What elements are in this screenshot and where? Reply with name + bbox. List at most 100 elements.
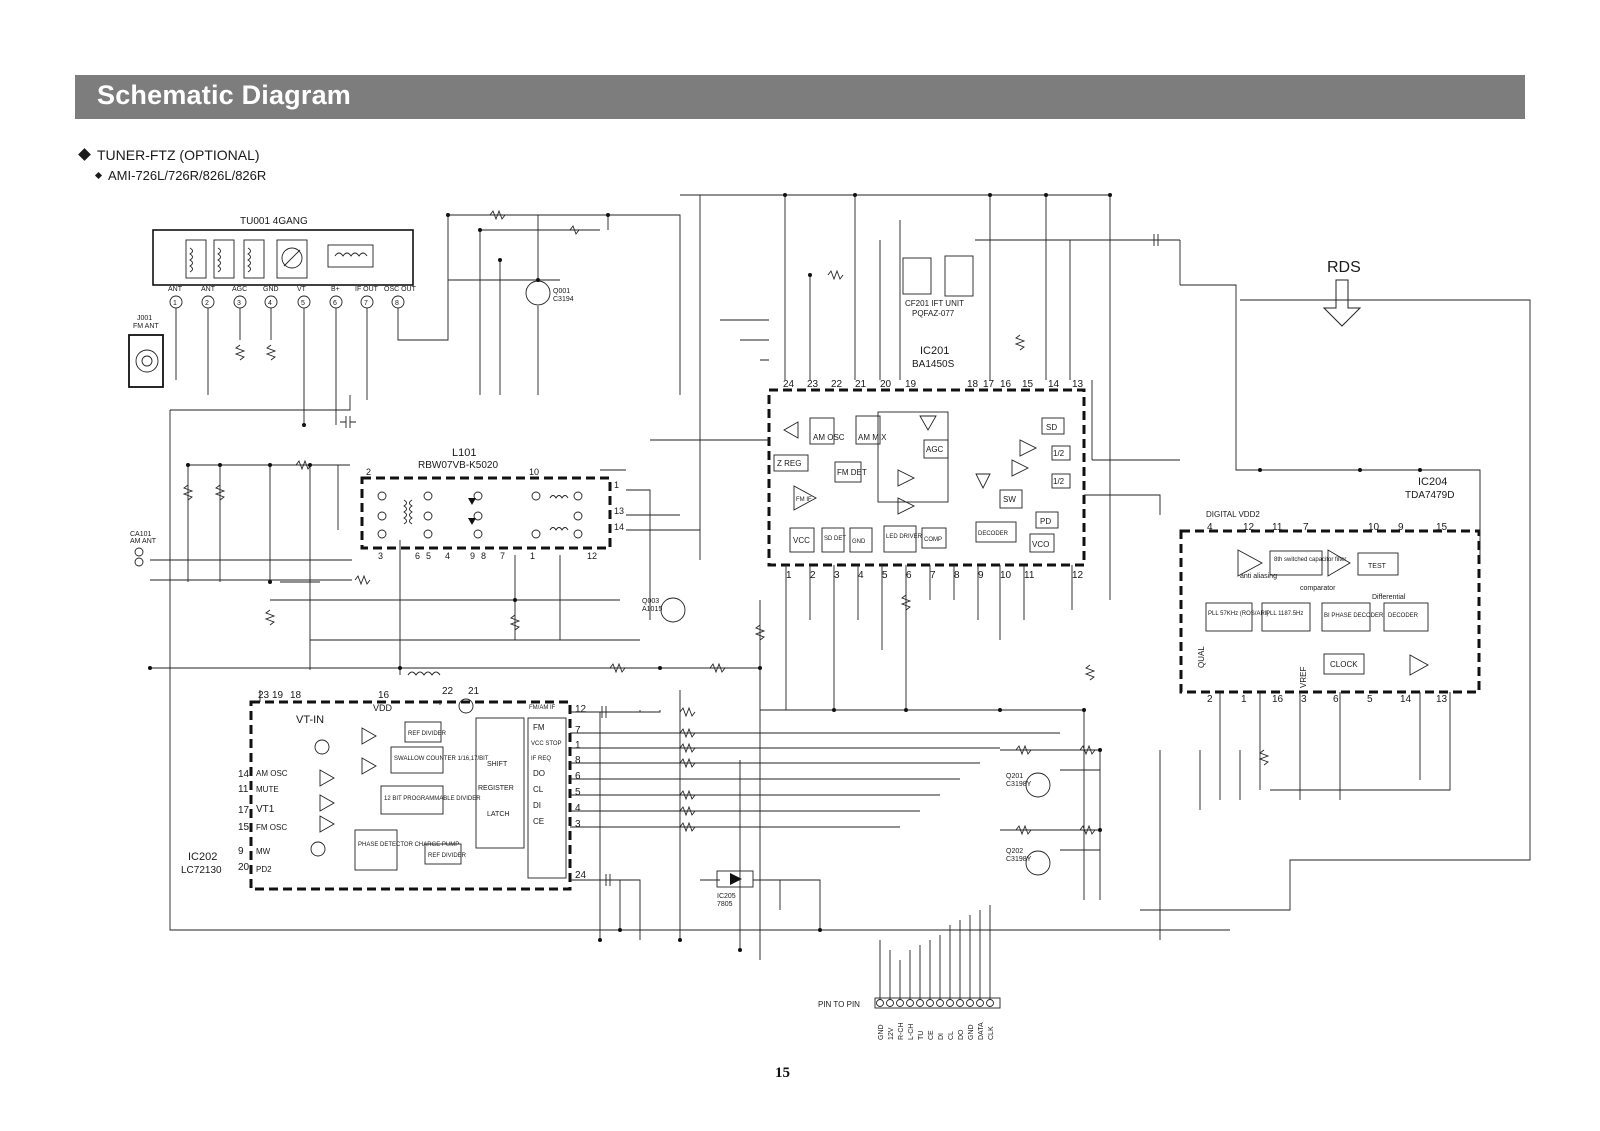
svg-text:14: 14 [614,522,624,532]
ic202-ref-divider-top: REF DIVIDER [408,731,447,737]
svg-text:15: 15 [238,822,250,833]
svg-text:2: 2 [366,467,371,477]
svg-text:20: 20 [238,862,250,873]
ic204-anti-aliasing: anti aliasing [1240,573,1277,580]
q001-label: Q001 [553,288,570,295]
ic202-part: LC72130 [181,865,222,876]
ic202-pin-mute: MUTE [256,785,279,794]
ic202-pin-di: DI [533,801,541,810]
svg-text:13: 13 [614,506,624,516]
ic201-vcc: VCC [793,536,810,545]
svg-text:3: 3 [378,551,383,561]
pin-name: 12V [888,1027,895,1040]
pin-name: R-CH [898,1023,905,1041]
svg-text:1: 1 [575,740,581,751]
ic202-pin-fm: FM [533,723,545,732]
tu-pin-num-5: 5 [301,300,305,307]
svg-text:1: 1 [614,480,619,490]
svg-text:8: 8 [575,755,581,766]
pin-name: DI [938,1033,945,1040]
pin-name: GND [878,1024,885,1040]
ic204-qual: QUAL [1197,646,1206,668]
ic204-vref: VREF [1299,667,1308,688]
svg-text:15: 15 [1436,522,1448,533]
tu-pin-num-3: 3 [237,300,241,307]
ic202-vt-in: VT-IN [296,714,324,726]
ic204-capacitor-filter: 8th switched capacitor filter [1274,557,1346,563]
ic201-top-pin: 17 [983,379,995,390]
ic201-top-pin: 23 [807,379,819,390]
ic202-programmable-divider: 12 BIT PROGRAMMABLE DIVIDER [384,796,481,802]
ic202-pin-am-osc: AM OSC [256,769,288,778]
ic202-phase-detector: PHASE DETECTOR CHARGE PUMP [358,842,459,848]
ic204-differential: Differential [1372,594,1406,601]
ic201-top-pin: 22 [831,379,843,390]
am-ant-label: AM ANT [130,538,157,545]
ic201-agc: AGC [926,445,944,454]
cf201-part: PQFAZ-077 [912,309,955,318]
svg-text:11: 11 [238,784,249,795]
transistor-q201: Q201 C3198Y [1006,772,1051,798]
svg-text:6: 6 [575,771,581,782]
passive-components [182,209,1270,886]
ic204-test: TEST [1368,563,1387,570]
ic201-bottom-pin: 1 [786,570,792,581]
ic201-pd: PD [1040,517,1051,526]
svg-text:6: 6 [1333,694,1339,705]
tu-pin-num-1: 1 [173,300,177,307]
svg-text:6: 6 [415,551,420,561]
fm-antenna-jack: J001 FM ANT [128,315,164,388]
model-list: AMI-726L/726R/826L/826R [94,168,266,183]
pin-name: GND [968,1024,975,1040]
ic201-div-a: 1/2 [1053,449,1065,458]
svg-text:9: 9 [238,846,244,857]
ic202-latch: LATCH [487,811,509,818]
transistor-q202: Q202 C3198Y [1006,848,1051,876]
ic201-sw: SW [1003,495,1016,504]
tu-pin-label-3: AGC [232,286,247,293]
ic201-am-osc: AM OSC [813,433,845,442]
svg-text:22: 22 [442,686,454,697]
ic205-part: 7805 [717,901,733,908]
pin-name: CE [928,1030,935,1040]
transistor-q001: Q001 C3194 [525,280,574,306]
svg-text:17: 17 [238,805,250,816]
ic202-pin-do: DO [533,769,545,778]
ic201-part: BA1450S [912,359,955,370]
ic202-pin-vt1: VT1 [256,804,275,815]
svg-text:3: 3 [575,819,581,830]
ic201-ba1450s: IC201 BA1450S 24 23 22 21 20 19 18 17 16… [767,345,1086,581]
ic204-clock: CLOCK [1330,660,1358,669]
circuit-wiring [150,194,1531,1000]
ic201-bottom-pin: 11 [1024,570,1035,581]
ic204-tda7479d: IC204 TDA7479D DIGITAL VDD2 8th switched… [1179,476,1481,705]
svg-text:7: 7 [500,551,505,561]
cf201-label: CF201 IFT UNIT [905,299,964,308]
svg-text:5: 5 [426,551,431,561]
ic201-bottom-pin: 2 [810,570,816,581]
ic201-label: IC201 [920,345,949,357]
tu-pin-num-2: 2 [205,300,209,307]
q003-part: A1015 [642,606,662,613]
ic201-top-pin: 14 [1048,379,1060,390]
tu-pin-label-4: GND [263,286,279,293]
ic204-pll-57k: PLL 57KHz (ROS/ARI) [1208,611,1268,617]
ic201-top-pin: 19 [905,379,917,390]
svg-text:3: 3 [1301,694,1307,705]
ic201-bottom-pin: 12 [1072,570,1084,581]
svg-text:5: 5 [1367,694,1373,705]
pin-name: DO [958,1029,965,1040]
ic201-top-pin: 13 [1072,379,1084,390]
svg-text:4: 4 [575,803,581,814]
svg-text:24: 24 [575,870,587,881]
tu-pin-num-6: 6 [333,300,337,307]
q201-label: Q201 [1006,773,1023,780]
ic204-label: IC204 [1418,476,1447,488]
rds-label: RDS [1327,259,1361,276]
ic201-bottom-pin: 3 [834,570,840,581]
svg-text:21: 21 [468,686,480,697]
ic201-am-mix: AM MIX [858,433,887,442]
ic201-sd: SD [1046,423,1057,432]
